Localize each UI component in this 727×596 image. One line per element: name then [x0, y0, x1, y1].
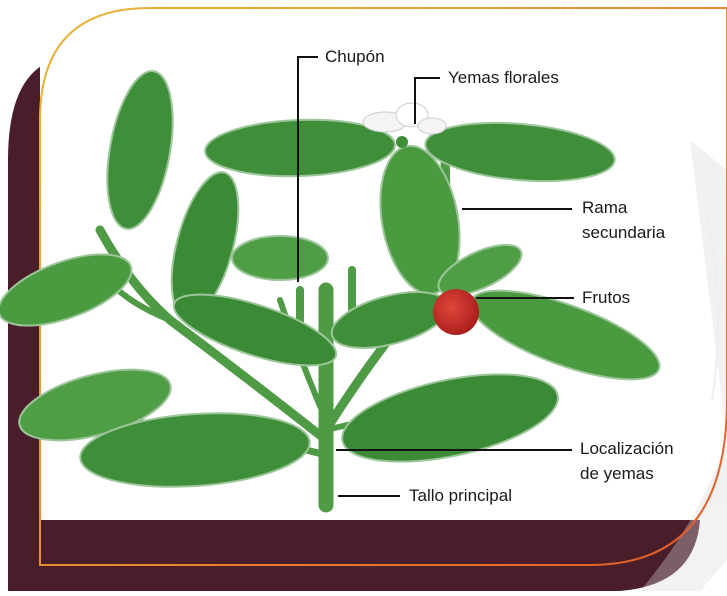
- fruit-cluster: [433, 289, 479, 335]
- label-yemas-florales: Yemas florales: [448, 66, 559, 90]
- label-rama-secundaria-line1: Rama: [582, 196, 627, 220]
- label-frutos: Frutos: [582, 286, 630, 310]
- label-chupon: Chupón: [325, 45, 385, 69]
- label-tallo-principal: Tallo principal: [409, 484, 512, 508]
- label-localizacion-line1: Localización: [580, 437, 674, 461]
- label-rama-secundaria-line2: secundaria: [582, 221, 665, 245]
- leaf: [232, 236, 328, 280]
- label-localizacion-line2: de yemas: [580, 462, 654, 486]
